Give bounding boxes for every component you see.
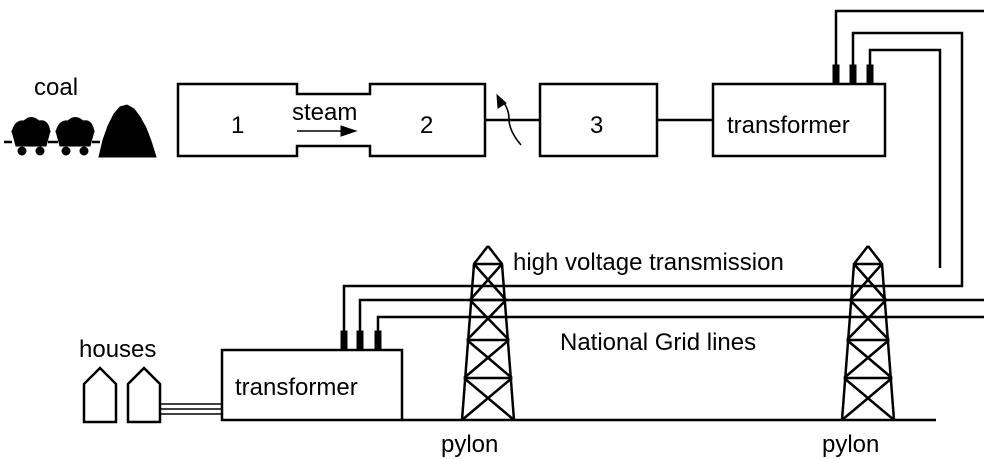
house-icon — [126, 366, 162, 424]
high-voltage-label: high voltage transmission — [513, 249, 784, 276]
coal-wagons-icon — [4, 117, 100, 156]
house-supply-wires — [160, 403, 222, 415]
transmission-wire-inner — [868, 48, 942, 268]
box-3-label: 3 — [590, 112, 603, 139]
steam-label: steam — [292, 99, 357, 126]
transmission-wire-outer — [834, 9, 984, 66]
house-icon — [82, 366, 118, 424]
coal-heap-icon — [98, 104, 157, 158]
box-2-label: 2 — [420, 112, 433, 139]
wire-right-exit-1 — [358, 298, 984, 332]
wire-right-exit-2 — [376, 315, 984, 332]
pylon-left-label: pylon — [441, 431, 498, 458]
coal-label: coal — [34, 74, 78, 101]
national-grid-label: National Grid lines — [560, 329, 756, 356]
pylon-right-icon — [840, 245, 896, 421]
boiler-turbine-outline — [176, 82, 487, 158]
transformer-bottom-box — [220, 348, 404, 422]
transformer-top-box — [711, 82, 887, 158]
box-1-label: 1 — [231, 112, 244, 139]
pylon-right-label: pylon — [822, 431, 879, 458]
transformer-bottom-label: transformer — [235, 374, 358, 401]
coil-icon — [832, 64, 874, 85]
rotation-arrow-icon — [485, 93, 540, 146]
transmission-wire-middle — [342, 31, 964, 332]
houses-label: houses — [79, 336, 156, 363]
pylon-left-icon — [460, 245, 516, 421]
coil-icon — [340, 330, 382, 351]
steam-arrow-icon — [297, 125, 358, 137]
transformer-top-label: transformer — [727, 112, 850, 139]
